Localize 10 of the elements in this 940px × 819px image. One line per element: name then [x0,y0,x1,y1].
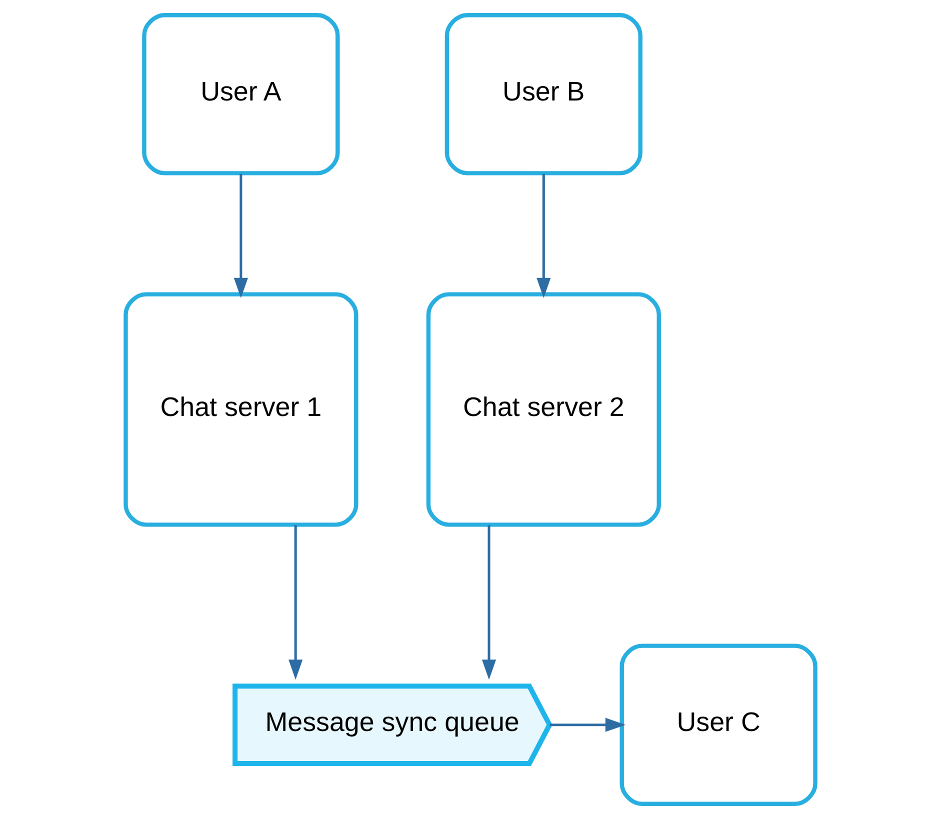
arrow [233,174,248,298]
arrow [536,174,550,298]
node-box: User C [619,644,817,806]
arrow [481,525,496,680]
node-box: User A [142,13,340,176]
arrow [549,718,626,732]
node-box: Chat server 2 [426,292,660,527]
node-box: User B [444,13,642,176]
node-box: Chat server 1 [123,292,358,527]
arrow [288,525,302,680]
